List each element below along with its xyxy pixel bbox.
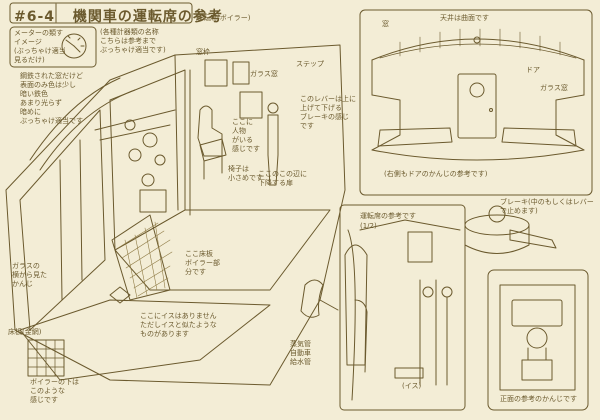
cab-isometric-sketch — [5, 44, 346, 386]
gauge-note-box — [9, 26, 97, 68]
cloth-note: 蒸気管 自動車 給水管 — [290, 340, 311, 366]
brake-sketch — [464, 205, 557, 254]
rear-view-panel — [359, 9, 593, 196]
interior-panel — [339, 204, 466, 411]
gauge-note: メーターの類す イメージ (ぶっちゃけ適当 見るだけ) — [14, 29, 66, 64]
front-caption: 正面の参考のかんじです — [500, 395, 577, 403]
panel-window-label: 窓 — [382, 20, 389, 28]
left-small-note: ガラスの 横から見た かんじ — [12, 262, 47, 288]
brake-note: ブレーキ(中のもしくはレバー で止めます) — [500, 198, 594, 215]
top-small-note: 運転席(ボイラー) — [196, 14, 251, 22]
seat-note: 椅子は 小さめです — [228, 165, 263, 182]
lever-note: このレバーは上に 上げて下げる ブレーキの感じ です — [300, 95, 356, 130]
floor-grating-hatch — [117, 221, 173, 299]
chair-caption: (イス) — [402, 382, 422, 390]
floor-grid-sub: ボイラーの下は このような 感じです — [30, 378, 79, 404]
sheet-title: 機関車の運転席の参考 — [72, 9, 223, 25]
right-glass-label: ガラス窓 — [540, 84, 568, 92]
ceiling-note: 天井は曲面です — [440, 14, 489, 22]
left-wall-note: 鋼鉄された窓だけど 表面のみ色は少し 暗い鉄色 あまり光らず 暗めに ぶっちゃけ… — [20, 72, 83, 125]
bottom-box-note: ここにイスはありません ただしイスと似たような ものがあります — [140, 312, 217, 338]
glass-label: ガラス窓 — [250, 70, 278, 78]
title-frame — [9, 2, 193, 24]
cab-side-note: ここのこの辺に 下降する扉 — [258, 170, 307, 187]
mid-note: ここに 人物 がいる 感じです — [232, 118, 260, 153]
shaft-label: ステップ — [296, 60, 324, 68]
door-label: ドア — [526, 66, 540, 74]
top-labels-note: (各種計器類の名称 こちらは参考まで ぶっちゃけ適当です) — [100, 28, 166, 54]
cab-interior-sub: (1/2) — [360, 222, 377, 230]
cab-interior-caption: 運転席の参考です — [360, 212, 416, 220]
front-view-panel — [487, 269, 589, 411]
floor-grid-label: 床板(金網) — [8, 328, 42, 336]
sheet-number: #6-4 — [14, 9, 56, 25]
grid-panel — [27, 339, 65, 377]
floor-note: ここ床板 ボイラー部 分です — [185, 250, 220, 276]
door-caption: (右側もドアのかんじの参考です) — [384, 170, 488, 178]
window-frame-label: 窓枠 — [196, 48, 210, 56]
sheet-title-block: #6-4 機関車の運転席の参考 — [14, 6, 223, 26]
